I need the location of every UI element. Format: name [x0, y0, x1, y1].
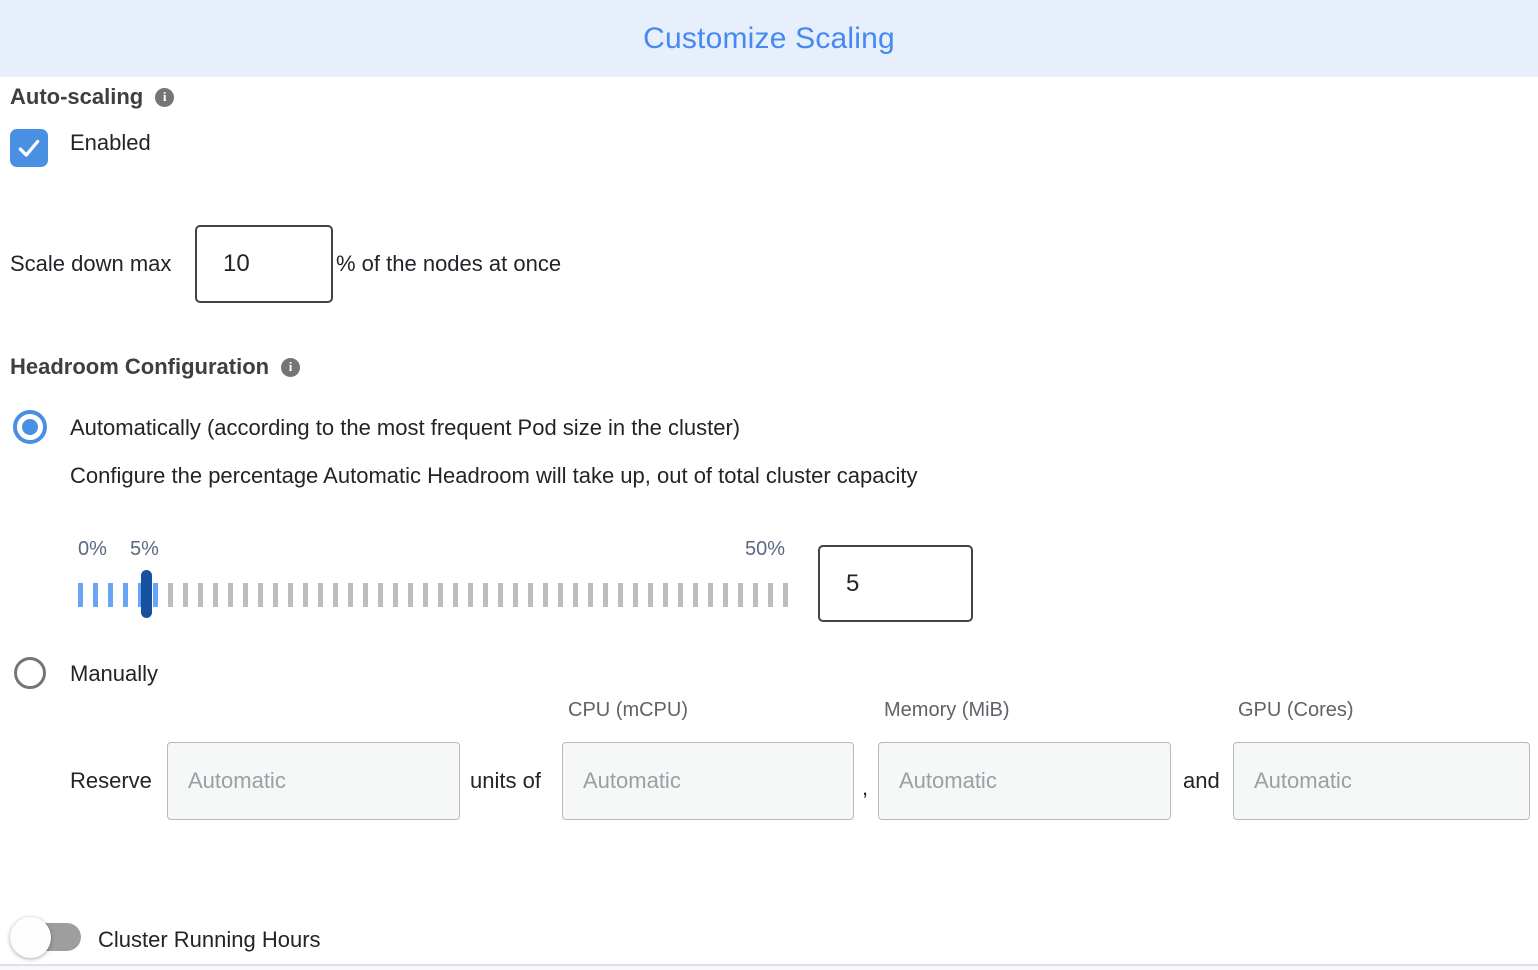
reserve-gpu-input[interactable]	[1233, 742, 1530, 820]
units-of-label: units of	[470, 768, 541, 793]
slider-tick	[618, 583, 623, 607]
toggle-thumb	[10, 917, 51, 958]
headroom-automatic-label: Automatically (according to the most fre…	[70, 415, 741, 440]
scale-down-suffix-label: % of the nodes at once	[336, 251, 562, 276]
below-divider-strip	[0, 966, 1538, 970]
slider-tick	[378, 583, 383, 607]
headroom-label: Headroom Configuration	[10, 354, 270, 379]
slider-tick	[93, 583, 98, 607]
slider-tick	[633, 583, 638, 607]
slider-min-label: 0%	[78, 538, 107, 560]
slider-tick	[168, 583, 173, 607]
slider-ticks[interactable]	[78, 583, 788, 607]
slider-tick	[393, 583, 398, 607]
slider-tick	[573, 583, 578, 607]
headroom-manually-label: Manually	[70, 661, 159, 686]
slider-tick	[438, 583, 443, 607]
slider-tick	[558, 583, 563, 607]
bottom-divider	[0, 964, 1538, 966]
info-icon[interactable]: i	[155, 87, 175, 107]
slider-tick	[183, 583, 188, 607]
cluster-running-hours-label: Cluster Running Hours	[98, 927, 321, 952]
slider-tick	[528, 583, 533, 607]
reserve-memory-input[interactable]	[878, 742, 1171, 820]
slider-tick	[318, 583, 323, 607]
slider-tick	[678, 583, 683, 607]
slider-tick	[198, 583, 203, 607]
slider-tick	[603, 583, 608, 607]
comma-separator: ,	[862, 775, 869, 800]
slider-tick	[258, 583, 263, 607]
reserve-label: Reserve	[70, 768, 152, 793]
page-title: Customize Scaling	[643, 21, 895, 55]
slider-tick	[768, 583, 773, 607]
slider-tick	[153, 583, 158, 607]
and-label: and	[1183, 768, 1220, 793]
reserve-cpu-input[interactable]	[562, 742, 854, 820]
slider-tick	[363, 583, 368, 607]
panel-header: Customize Scaling	[0, 0, 1538, 77]
reserve-units-input[interactable]	[167, 742, 460, 820]
slider-max-label: 50%	[745, 538, 786, 560]
slider-tick	[783, 583, 788, 607]
scale-down-prefix-label: Scale down max	[10, 251, 172, 276]
slider-tick	[648, 583, 653, 607]
headroom-automatic-radio[interactable]	[13, 410, 47, 444]
memory-column-header: Memory (MiB)	[884, 699, 1010, 721]
slider-tick	[213, 583, 218, 607]
auto-scaling-enabled-checkbox[interactable]	[10, 129, 48, 167]
slider-tick	[468, 583, 473, 607]
headroom-automatic-description: Configure the percentage Automatic Headr…	[70, 463, 918, 488]
slider-handle[interactable]	[141, 570, 152, 618]
slider-tick	[483, 583, 488, 607]
headroom-manually-radio[interactable]	[14, 657, 46, 689]
gpu-column-header: GPU (Cores)	[1238, 699, 1354, 721]
scale-down-max-input[interactable]	[195, 225, 333, 303]
slider-tick	[303, 583, 308, 607]
slider-tick	[348, 583, 353, 607]
slider-tick	[138, 583, 143, 607]
slider-tick	[288, 583, 293, 607]
auto-scaling-label: Auto-scaling	[10, 84, 144, 109]
slider-current-label: 5%	[130, 538, 159, 560]
slider-tick	[78, 583, 83, 607]
enabled-label: Enabled	[70, 130, 151, 155]
slider-tick	[273, 583, 278, 607]
slider-tick	[243, 583, 248, 607]
slider-tick	[498, 583, 503, 607]
slider-tick	[408, 583, 413, 607]
cluster-running-hours-toggle[interactable]	[10, 917, 84, 959]
auto-scaling-section-label: Auto-scaling i	[10, 84, 175, 110]
cpu-column-header: CPU (mCPU)	[568, 699, 688, 721]
slider-tick	[123, 583, 128, 607]
info-icon[interactable]: i	[281, 357, 301, 377]
slider-tick	[543, 583, 548, 607]
slider-tick	[513, 583, 518, 607]
slider-tick	[723, 583, 728, 607]
slider-tick	[333, 583, 338, 607]
headroom-percentage-input[interactable]	[818, 545, 973, 622]
slider-tick	[663, 583, 668, 607]
slider-tick	[453, 583, 458, 607]
slider-tick	[588, 583, 593, 607]
slider-tick	[108, 583, 113, 607]
slider-tick	[228, 583, 233, 607]
checkmark-icon	[18, 139, 40, 157]
slider-tick	[738, 583, 743, 607]
slider-tick	[708, 583, 713, 607]
slider-tick	[423, 583, 428, 607]
slider-tick	[693, 583, 698, 607]
slider-tick	[753, 583, 758, 607]
radio-dot-icon	[22, 419, 38, 435]
headroom-section-label: Headroom Configuration i	[10, 354, 301, 380]
